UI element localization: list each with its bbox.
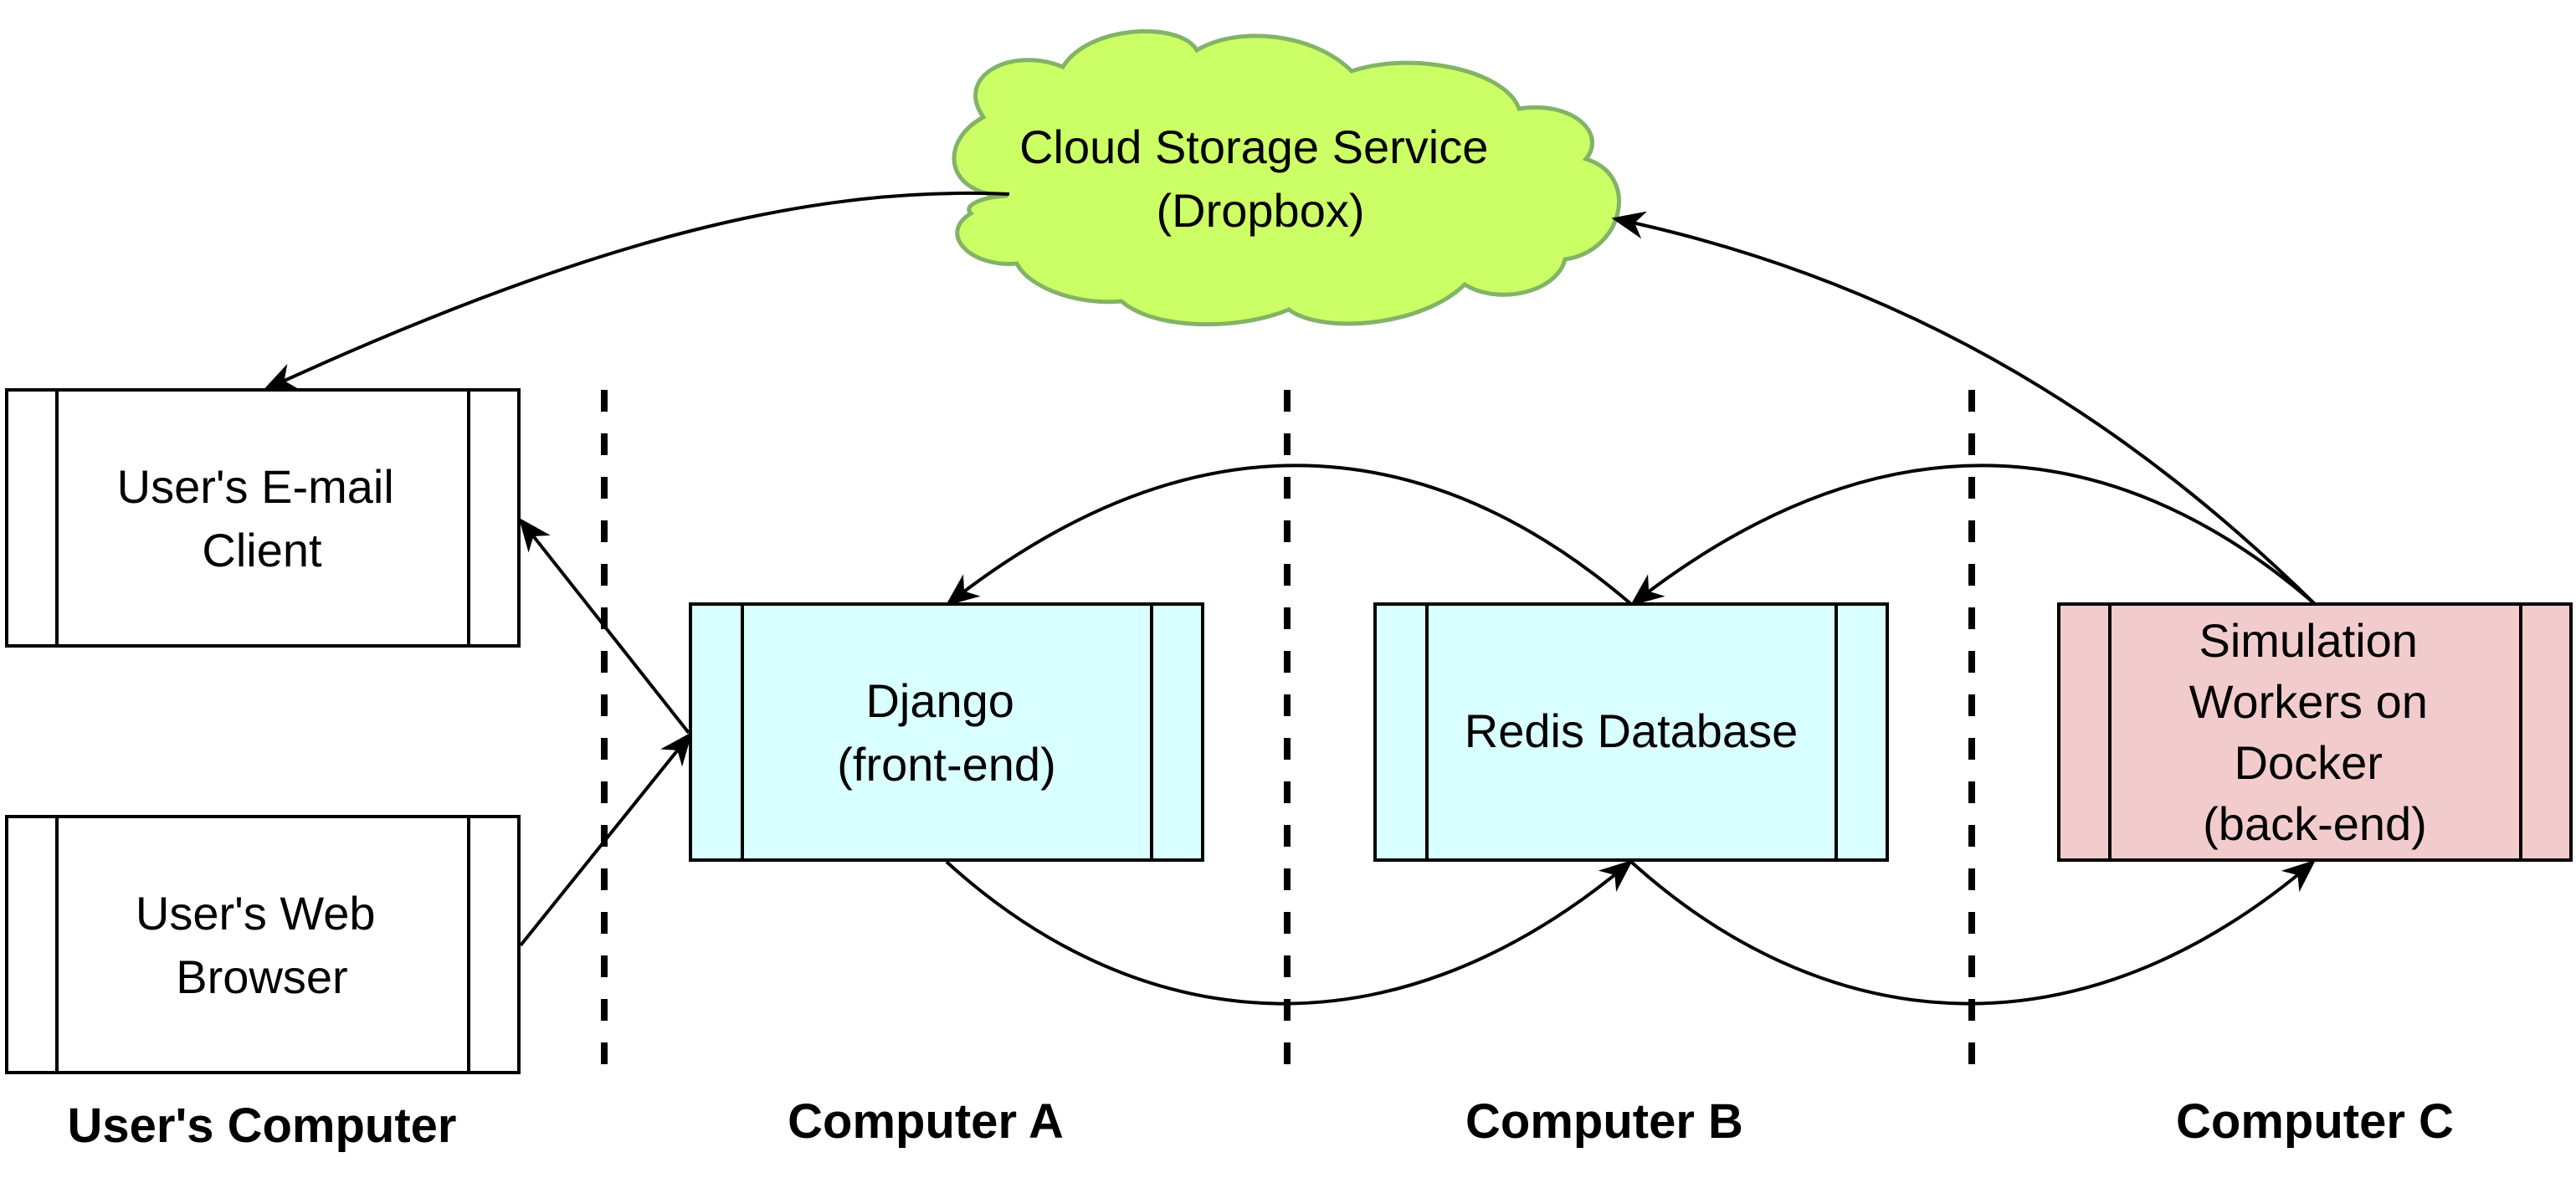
web-browser-node: User's Web Browser <box>5 815 521 1074</box>
edge-web-browser-to-django <box>519 731 693 947</box>
redis-box <box>1373 602 1889 862</box>
edge-cloud-to-email-client <box>262 191 1010 391</box>
django-label-line-2: (front-end) <box>837 738 1055 791</box>
workers-node: Simulation Workers on Docker (back-end) <box>2057 602 2573 862</box>
workers-label-line-4: (back-end) <box>2203 797 2427 850</box>
edge-redis-to-django <box>945 464 1633 607</box>
workers-label: Simulation Workers on Docker (back-end) <box>2189 614 2441 850</box>
redis-node: Redis Database <box>1373 602 1889 862</box>
zone-label-computer-b: Computer B <box>1465 1094 1743 1149</box>
django-node: Django (front-end) <box>689 602 1204 862</box>
web-browser-box <box>5 815 521 1074</box>
web-browser-label: User's Web Browser <box>136 887 388 1003</box>
email-client-box <box>5 388 521 648</box>
workers-label-line-2: Workers on <box>2189 675 2428 728</box>
edge-redis-to-workers <box>1629 859 2317 1006</box>
zone-label-users-computer: User's Computer <box>67 1099 456 1153</box>
cloud-label: Cloud Storage Service (Dropbox) <box>1019 120 1501 237</box>
zone-label-computer-c: Computer C <box>2176 1094 2454 1149</box>
email-client-label-line-2: Client <box>202 524 322 576</box>
django-label: Django (front-end) <box>837 674 1055 791</box>
cloud-storage-node: Cloud Storage Service (Dropbox) <box>952 29 1621 327</box>
redis-label: Redis Database <box>1465 704 1798 757</box>
cloud-shape <box>952 29 1621 327</box>
workers-box <box>2057 602 2573 862</box>
django-box <box>689 602 1204 862</box>
cloud-label-line-1: Cloud Storage Service <box>1019 120 1488 173</box>
django-label-line-1: Django <box>865 674 1013 727</box>
email-client-label-line-1: User's E-mail <box>117 460 394 513</box>
workers-label-line-1: Simulation <box>2199 614 2417 667</box>
email-client-node: User's E-mail Client <box>5 388 521 648</box>
edge-django-to-redis <box>945 859 1634 1006</box>
redis-label-line-1: Redis Database <box>1465 704 1798 757</box>
edge-django-to-email-client <box>518 517 690 735</box>
zone-label-computer-a: Computer A <box>788 1094 1064 1149</box>
edge-workers-to-cloud <box>1611 211 2317 606</box>
web-browser-label-line-2: Browser <box>176 950 347 1003</box>
cloud-label-line-2: (Dropbox) <box>1157 184 1365 237</box>
workers-label-line-3: Docker <box>2235 736 2383 789</box>
web-browser-label-line-1: User's Web <box>136 887 376 940</box>
email-client-label: User's E-mail Client <box>117 460 408 576</box>
edge-workers-to-redis <box>1629 464 2317 607</box>
